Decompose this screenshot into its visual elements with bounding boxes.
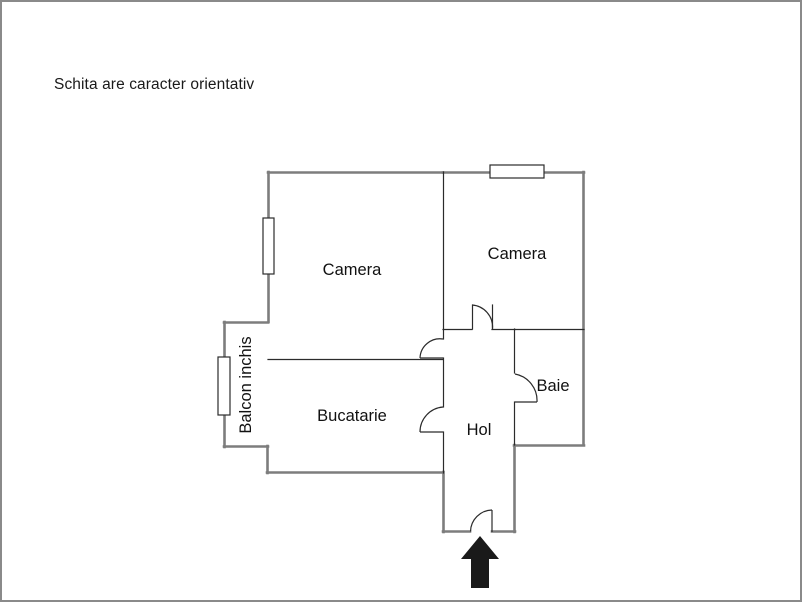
door-baie xyxy=(514,373,538,403)
door-entrance xyxy=(469,509,493,532)
plan-disclaimer-text: Schita are caracter orientativ xyxy=(54,76,255,93)
door-group xyxy=(419,304,538,532)
wall-group-interior xyxy=(267,171,585,474)
room-label-hol: Hol xyxy=(467,421,492,439)
room-label-bucatarie: Bucatarie xyxy=(317,407,387,425)
window-group xyxy=(217,164,545,416)
window-camera-left xyxy=(262,217,275,275)
door-camera-right xyxy=(471,304,494,329)
room-label-group: Camera Camera Bucatarie Hol Baie Balcon … xyxy=(237,245,570,439)
room-label-balcon-inchis: Balcon inchis xyxy=(237,336,255,433)
door-bucatarie-arc xyxy=(419,406,444,433)
entrance-arrow-shape xyxy=(461,536,499,588)
door-camera-left xyxy=(419,338,444,359)
room-label-baie: Baie xyxy=(536,377,569,395)
door-camera-left-arc xyxy=(419,338,444,359)
entrance-arrow xyxy=(461,536,499,588)
door-bucatarie xyxy=(419,406,444,433)
door-baie-arc xyxy=(514,373,538,403)
wall-group-exterior xyxy=(222,170,586,534)
room-label-camera-left: Camera xyxy=(323,261,383,279)
door-camera-right-arc xyxy=(471,304,494,329)
door-entrance-arc xyxy=(469,509,493,532)
window-camera-right xyxy=(489,164,545,179)
room-label-camera-right: Camera xyxy=(488,245,548,263)
window-balcon xyxy=(217,356,231,416)
